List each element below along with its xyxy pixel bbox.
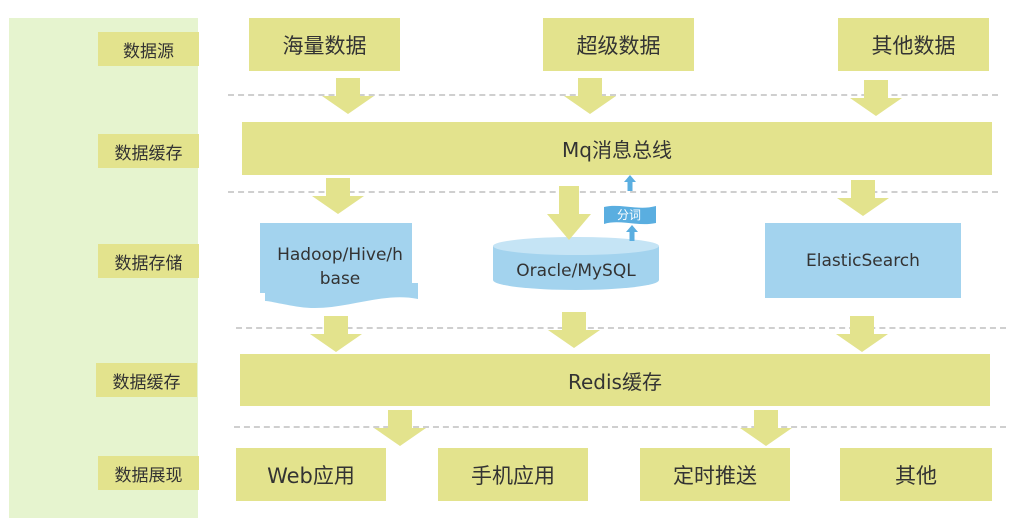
app-box-scheduled-push: 定时推送 [640,448,790,501]
divider [228,191,998,193]
down-arrow-icon [312,178,364,214]
oracle-database-cylinder [493,237,659,290]
tokenize-banner [604,205,656,225]
oracle-mysql-label: Oracle/MySQL [516,261,636,281]
divider [228,94,998,96]
layer-label-source: 数据源 [98,32,199,66]
hadoop-label-line-2: base [319,269,361,289]
divider [234,426,1006,428]
layer-label-storage: 数据存储 [98,244,199,278]
layer-label-display: 数据展现 [98,456,199,490]
down-arrow-icon [837,180,889,216]
source-box-super-data: 超级数据 [543,18,694,71]
tokenize-label: 分词 [616,207,641,222]
hadoop-storage-label: Hadoop/Hive/h base [265,243,415,293]
layer-label-cache-2: 数据缓存 [96,363,197,397]
source-box-massive-data: 海量数据 [249,18,400,71]
down-arrow-icon [374,410,426,446]
hadoop-storage-shape [260,223,418,309]
down-arrow-icon [322,78,374,114]
app-box-web: Web应用 [236,448,386,501]
down-arrow-icon [836,316,888,352]
app-box-mobile: 手机应用 [438,448,588,501]
mq-message-bus: Mq消息总线 [242,122,992,175]
divider [236,327,1006,329]
down-arrow-icon [310,316,362,352]
down-arrow-icon [740,410,792,446]
up-arrow-icon [624,175,636,191]
up-arrow-icon [626,225,638,241]
hadoop-label-line-1: Hadoop/Hive/h [277,245,403,265]
source-box-other-data: 其他数据 [838,18,989,71]
down-arrow-icon [548,312,600,348]
down-arrow-icon [564,78,616,114]
elasticsearch-box: ElasticSearch [765,223,961,298]
redis-cache-bar: Redis缓存 [240,354,990,406]
down-arrow-icon [850,80,902,116]
app-box-other: 其他 [840,448,992,501]
layer-label-cache: 数据缓存 [98,134,199,168]
down-arrow-icon [547,186,591,240]
